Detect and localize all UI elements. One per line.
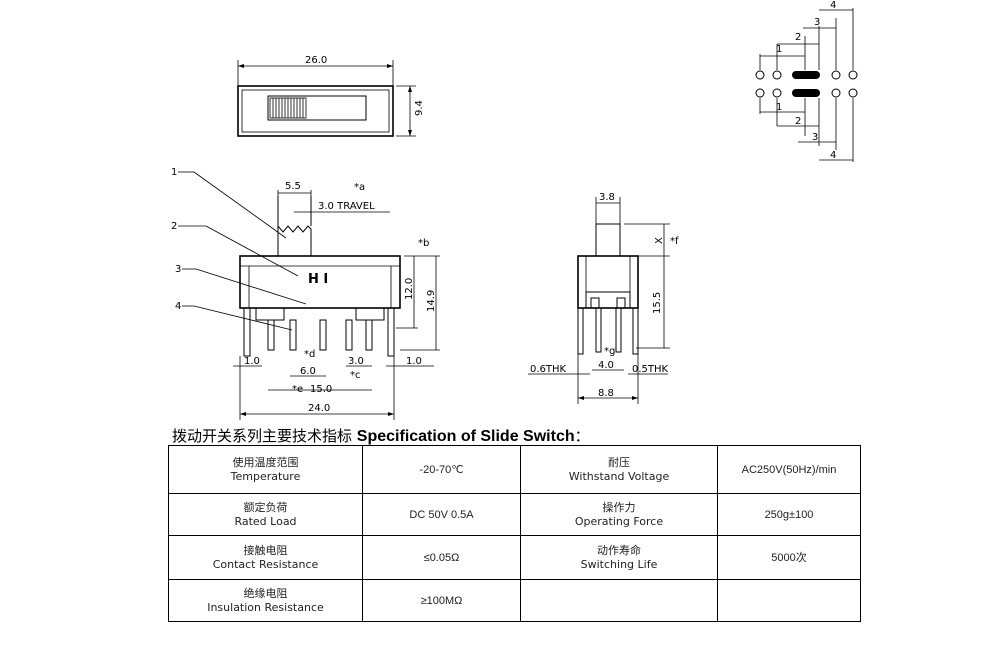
spec-value: -20-70℃ <box>362 445 521 494</box>
technical-drawing: 26.0 9.4 <box>171 0 858 420</box>
dim-g: *g <box>604 346 615 357</box>
side-x-dim: X <box>654 237 665 244</box>
pin-dim-bottom-2: 2 <box>795 116 801 127</box>
spec-value <box>717 579 861 622</box>
total-height-dim: 14.9 <box>426 290 437 312</box>
pin-dim-bottom-3: 3 <box>812 132 818 143</box>
pin-dim-bottom-4: 4 <box>830 150 836 161</box>
pin-dim-top-2: 2 <box>795 32 801 43</box>
pitch-3-dim: 3.0 <box>348 356 364 367</box>
pin-dim-top-3: 3 <box>814 17 820 28</box>
spec-value: ≤0.05Ω <box>362 535 521 580</box>
dim-b: *b <box>418 238 429 249</box>
spec-value: ≥100MΩ <box>362 579 521 622</box>
spec-value: 5000次 <box>717 535 861 580</box>
slider-knob <box>269 97 307 119</box>
callout-4: 4 <box>175 301 181 312</box>
side-pin-pitch: 4.0 <box>598 360 614 371</box>
pitch-6-dim: 6.0 <box>300 366 316 377</box>
top-view: 26.0 9.4 <box>237 55 425 137</box>
width-24-dim: 24.0 <box>308 403 330 414</box>
side-view: 3.8 X *f 15.5 *g 0.6THK 4.0 0.5THK 8.8 <box>528 192 679 404</box>
pin-dim-bottom-1: 1 <box>776 102 782 113</box>
spec-value: DC 50V 0.5A <box>362 493 521 536</box>
side-actuator-dim: 3.8 <box>599 192 615 203</box>
callout-3: 3 <box>175 264 181 275</box>
slot-top <box>792 71 820 79</box>
front-body-outline <box>239 255 401 309</box>
side-body-outline <box>577 255 639 309</box>
callout-2: 2 <box>171 221 177 232</box>
side-left-thk: 0.6THK <box>530 364 567 375</box>
slot-bottom <box>792 89 820 97</box>
left-margin-dim: 1.0 <box>244 356 260 367</box>
side-height-dim: 15.5 <box>652 292 663 314</box>
dim-e: *e <box>292 384 303 395</box>
actuator-width-dim: 5.5 <box>285 181 301 192</box>
travel-dim: 3.0 TRAVEL <box>318 201 375 212</box>
spec-title-en: Specification of Slide Switch <box>356 428 575 445</box>
spec-value: AC250V(50Hz)/min <box>717 445 861 494</box>
spec-title-colon: ： <box>574 427 590 445</box>
pin-dim-top-1: 1 <box>776 44 782 55</box>
dim-a: *a <box>354 182 365 193</box>
dim-c: *c <box>350 370 361 381</box>
pin-layout: 4 3 2 1 1 2 3 4 <box>755 0 858 162</box>
top-body-outline <box>237 85 394 137</box>
front-view: 5.5 *a 3.0 TRAVEL *b H I 12.0 14.9 1. <box>171 167 440 420</box>
spec-title-cn: 拨动开关系列主要技术指标 <box>172 427 353 445</box>
pitch-15-dim: 15.0 <box>310 384 332 395</box>
dim-d: *d <box>304 349 315 360</box>
body-height-dim: 12.0 <box>404 278 415 300</box>
side-right-thk: 0.5THK <box>632 364 669 375</box>
spec-label <box>520 579 718 622</box>
pin-dim-top-4: 4 <box>830 0 836 11</box>
right-margin-dim: 1.0 <box>406 356 422 367</box>
body-mark: H I <box>308 272 328 287</box>
top-width-dim: 26.0 <box>305 55 327 66</box>
dim-f: *f <box>670 236 679 247</box>
callout-1: 1 <box>171 167 177 178</box>
spec-title: 拨动开关系列主要技术指标 Specification of Slide Swit… <box>172 425 590 446</box>
side-width-dim: 8.8 <box>598 388 614 399</box>
spec-value: 250g±100 <box>717 493 861 536</box>
top-height-dim: 9.4 <box>414 100 425 116</box>
